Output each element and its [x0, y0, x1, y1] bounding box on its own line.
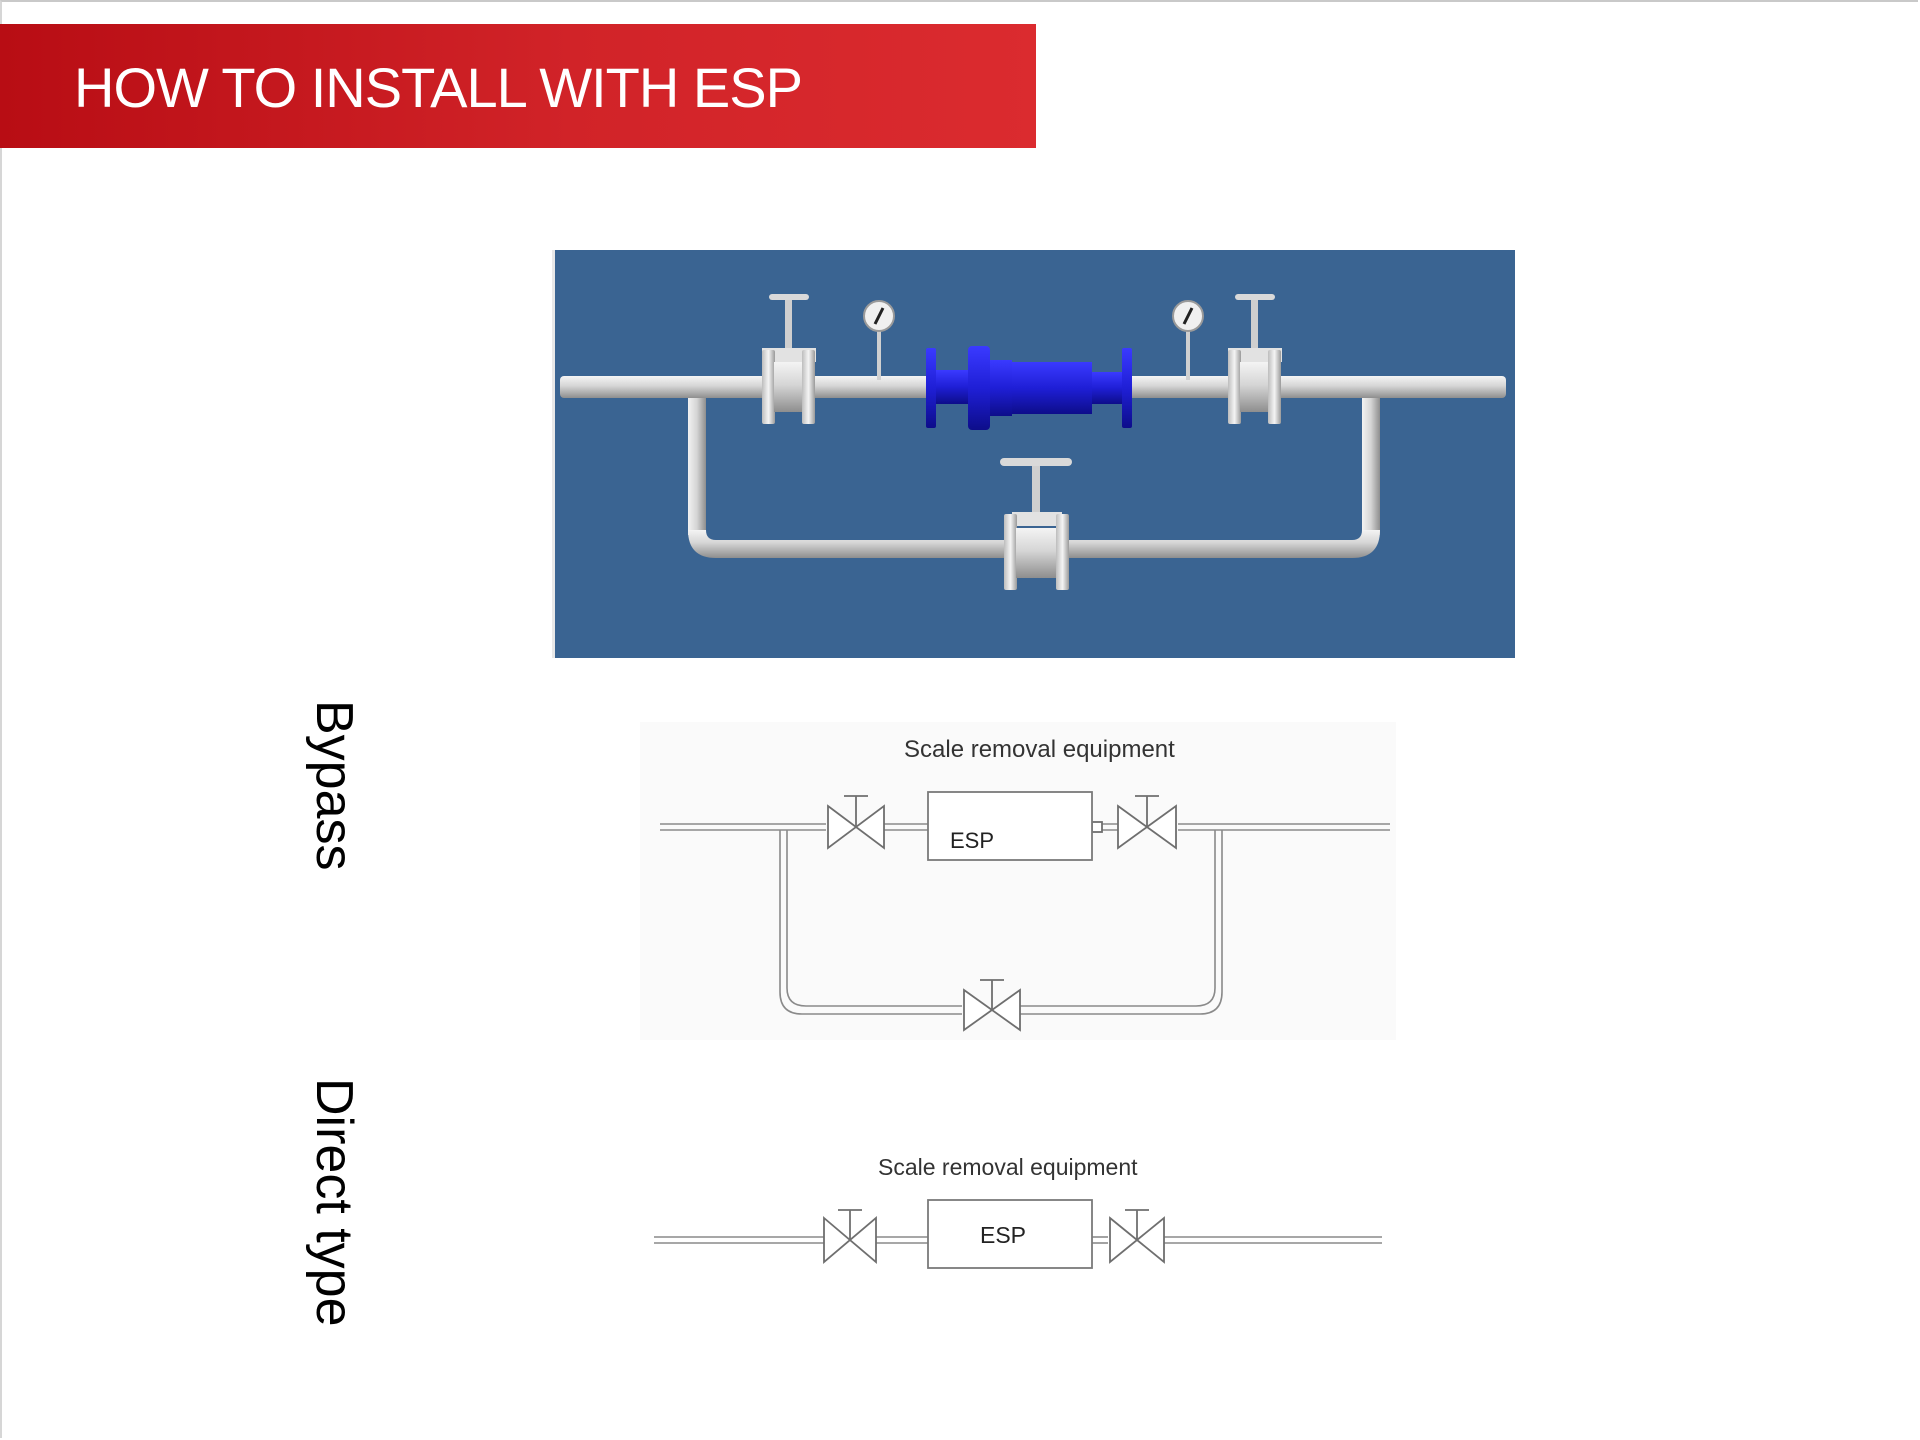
label-bypass: Bypass	[305, 700, 363, 871]
direct-caption: Scale removal equipment	[878, 1154, 1138, 1180]
page-title: HOW TO INSTALL WITH ESP	[74, 56, 803, 119]
pressure-gauge-left	[863, 300, 895, 380]
bypass-caption: Scale removal equipment	[904, 736, 1175, 763]
bypass-schematic: Scale removal equipment ESP	[640, 722, 1396, 1040]
esp-unit	[926, 346, 1132, 430]
valve-symbol-right	[1109, 1209, 1165, 1264]
render-background	[552, 250, 1515, 658]
valve-symbol-right	[1091, 795, 1177, 850]
valve-symbol-left	[823, 1209, 877, 1264]
esp-box	[927, 791, 1093, 861]
installation-render	[552, 250, 1515, 658]
valve-symbol-bypass	[963, 979, 1021, 1032]
direct-esp-label: ESP	[980, 1222, 1027, 1248]
direct-schematic: Scale removal equipment ESP	[640, 1140, 1396, 1290]
label-direct-type: Direct type	[305, 1078, 363, 1327]
valve-right	[1228, 294, 1282, 424]
pressure-gauge-right	[1172, 300, 1204, 380]
valve-left	[762, 294, 816, 424]
title-bar	[0, 24, 1036, 148]
valve-bypass	[1000, 458, 1072, 590]
valve-symbol-left	[827, 795, 885, 850]
esp-box	[927, 1199, 1093, 1269]
bypass-esp-label: ESP	[950, 828, 995, 853]
